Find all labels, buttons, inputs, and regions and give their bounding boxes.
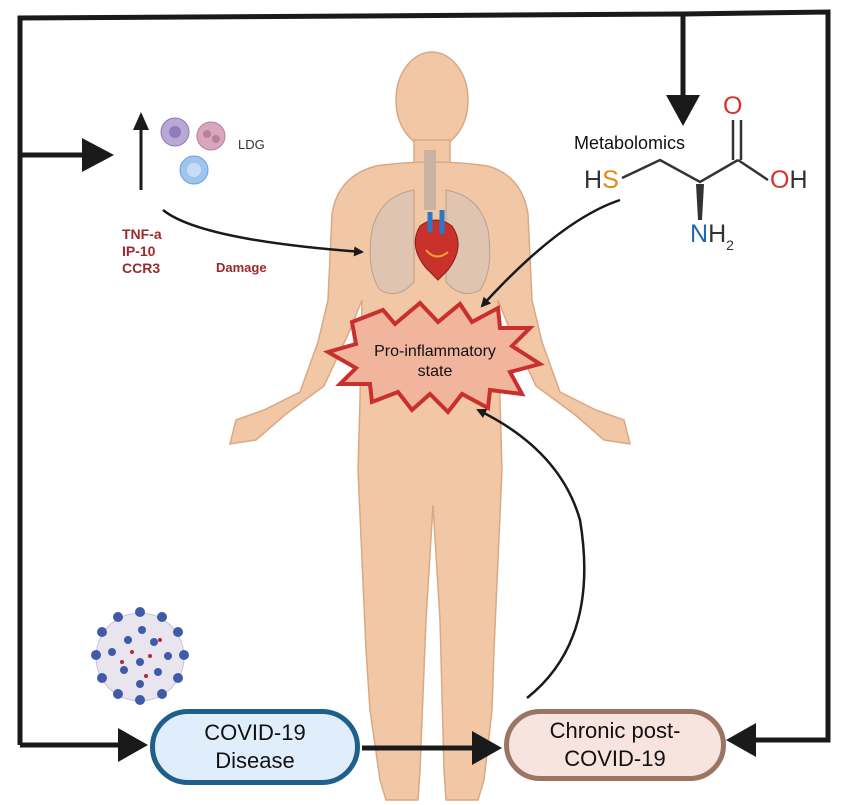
metabolomics-arrowhead (666, 95, 700, 126)
covid-arrowhead (118, 728, 148, 762)
metabolomics-arrow (480, 198, 621, 308)
chronic-arrowhead (472, 731, 502, 765)
damage-label: Damage (216, 260, 267, 275)
chronic-line1: Chronic post- (549, 718, 681, 743)
wedge-bond (696, 184, 704, 220)
carbonyl-oxygen-label: O (723, 92, 743, 120)
heart-icon (414, 210, 459, 281)
increase-arrow (133, 112, 149, 190)
cytokine-tnf-label: TNF-a (122, 226, 162, 242)
metabolomics-label: Metabolomics (574, 133, 686, 153)
damage-arrow (162, 209, 364, 257)
outer-loop-line (17, 9, 831, 745)
covid-disease-line1: COVID-19 (204, 720, 306, 745)
amine-group-label: NH2 (690, 220, 734, 253)
virus-icon (91, 607, 189, 705)
cysteine-bonds (621, 120, 769, 184)
head (395, 51, 469, 149)
hs-group-label: HS (584, 166, 619, 194)
covid-disease-line2: Disease (215, 748, 295, 773)
left-arrowhead (82, 138, 114, 172)
ldg-cells (160, 117, 226, 185)
chronic-right-arrowhead (726, 723, 756, 757)
cell-icon (196, 121, 226, 151)
chronic-line2: COVID-19 (564, 746, 666, 771)
chronic-post-covid-node: Chronic post- COVID-19 (504, 709, 726, 781)
loop-arrowheads (82, 95, 756, 765)
human-body (228, 51, 632, 801)
cytokine-ccr3-label: CCR3 (122, 260, 161, 276)
trachea (424, 150, 436, 210)
hydroxyl-group-label: OH (770, 166, 808, 194)
lungs (369, 189, 491, 295)
torso-limbs (228, 161, 632, 801)
chronic-feedback-arrow (476, 408, 586, 699)
feedback-loop (17, 9, 831, 751)
inflammation-burst (322, 300, 545, 416)
cytokine-ip10-label: IP-10 (122, 243, 156, 259)
ldg-label: LDG (238, 137, 265, 152)
